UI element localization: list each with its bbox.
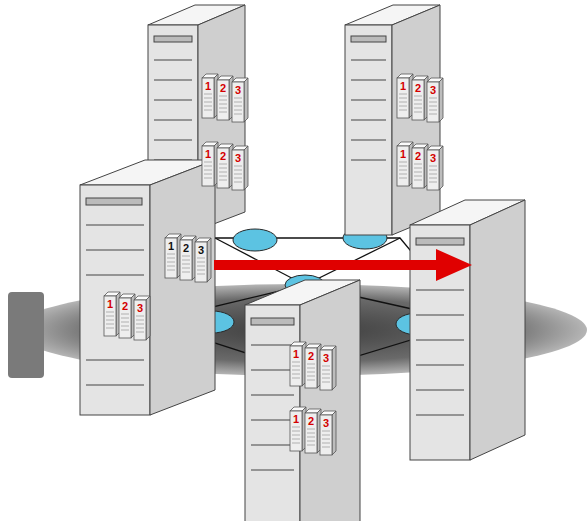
floor-tab	[8, 292, 44, 378]
disk-modules	[104, 74, 443, 455]
disk-number: 1	[103, 298, 117, 310]
disk-number: 3	[194, 244, 208, 256]
server-rack	[80, 160, 215, 415]
disk-number: 2	[411, 150, 425, 162]
disk-number: 1	[201, 80, 215, 92]
migration-arrow	[214, 249, 472, 281]
disk-number: 2	[179, 242, 193, 254]
disk-number: 3	[426, 84, 440, 96]
disk-number: 3	[319, 352, 333, 364]
disk-number: 1	[289, 413, 303, 425]
disk-number: 1	[164, 240, 178, 252]
disk-number: 1	[396, 148, 410, 160]
disk-number: 1	[396, 80, 410, 92]
network-cloud	[233, 229, 277, 251]
server-rack	[245, 280, 360, 521]
disk-number: 1	[201, 148, 215, 160]
disk-number: 3	[231, 84, 245, 96]
disk-number: 3	[133, 302, 147, 314]
disk-number: 2	[216, 82, 230, 94]
disk-number: 2	[304, 415, 318, 427]
disk-number: 2	[411, 82, 425, 94]
disk-number: 3	[231, 152, 245, 164]
disk-number: 2	[304, 350, 318, 362]
disk-number: 1	[289, 348, 303, 360]
server-rack	[410, 200, 525, 460]
disk-number: 2	[118, 300, 132, 312]
disk-number: 3	[319, 417, 333, 429]
server-rack	[345, 5, 440, 235]
disk-number: 3	[426, 152, 440, 164]
disk-number: 2	[216, 150, 230, 162]
